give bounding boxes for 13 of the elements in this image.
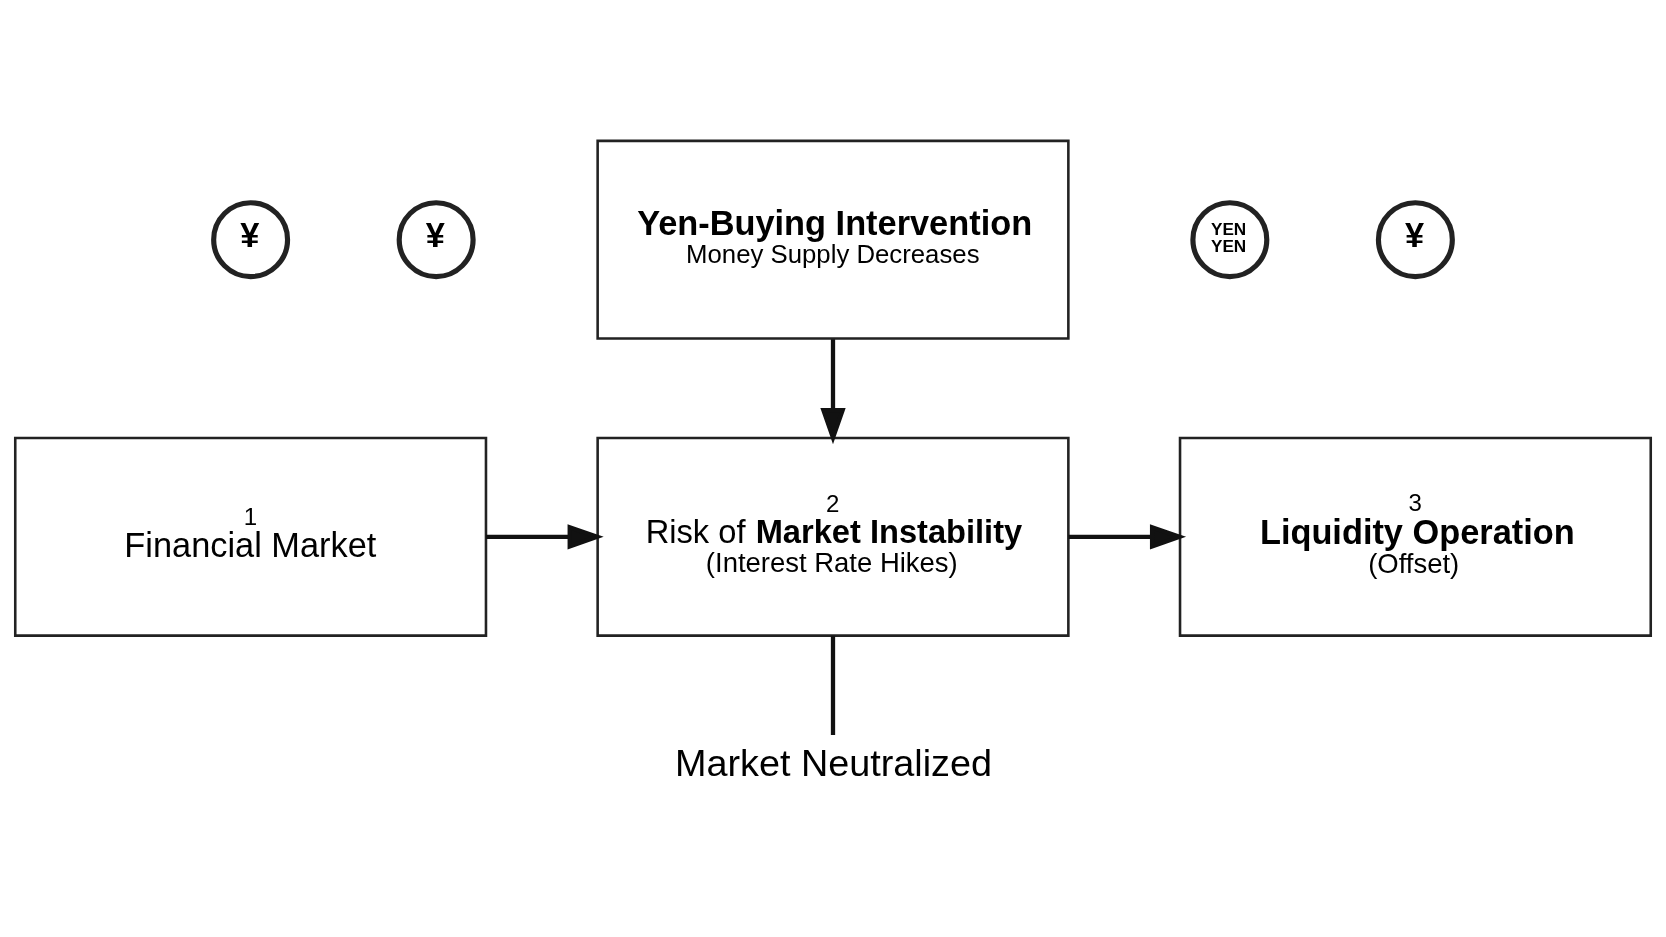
node-box: 3 Liquidity Operation (Offset) (1178, 436, 1653, 637)
node-box: 2 Risk of Market Instability (Interest Rate Hikes) (596, 436, 1070, 637)
node-text: Market Neutralized (674, 741, 993, 784)
node-box: 1 Financial Market (13, 436, 488, 637)
arrow (486, 523, 604, 549)
arrow (1068, 523, 1187, 549)
label: ¥ (425, 215, 445, 254)
label: YEN YEN (1210, 218, 1247, 256)
label: ¥ (240, 215, 260, 254)
label: ¥ (1405, 215, 1425, 254)
connector (830, 635, 836, 735)
arrow (820, 338, 846, 444)
node-box: Yen-Buying Intervention Money Supply Decreases (596, 139, 1070, 340)
